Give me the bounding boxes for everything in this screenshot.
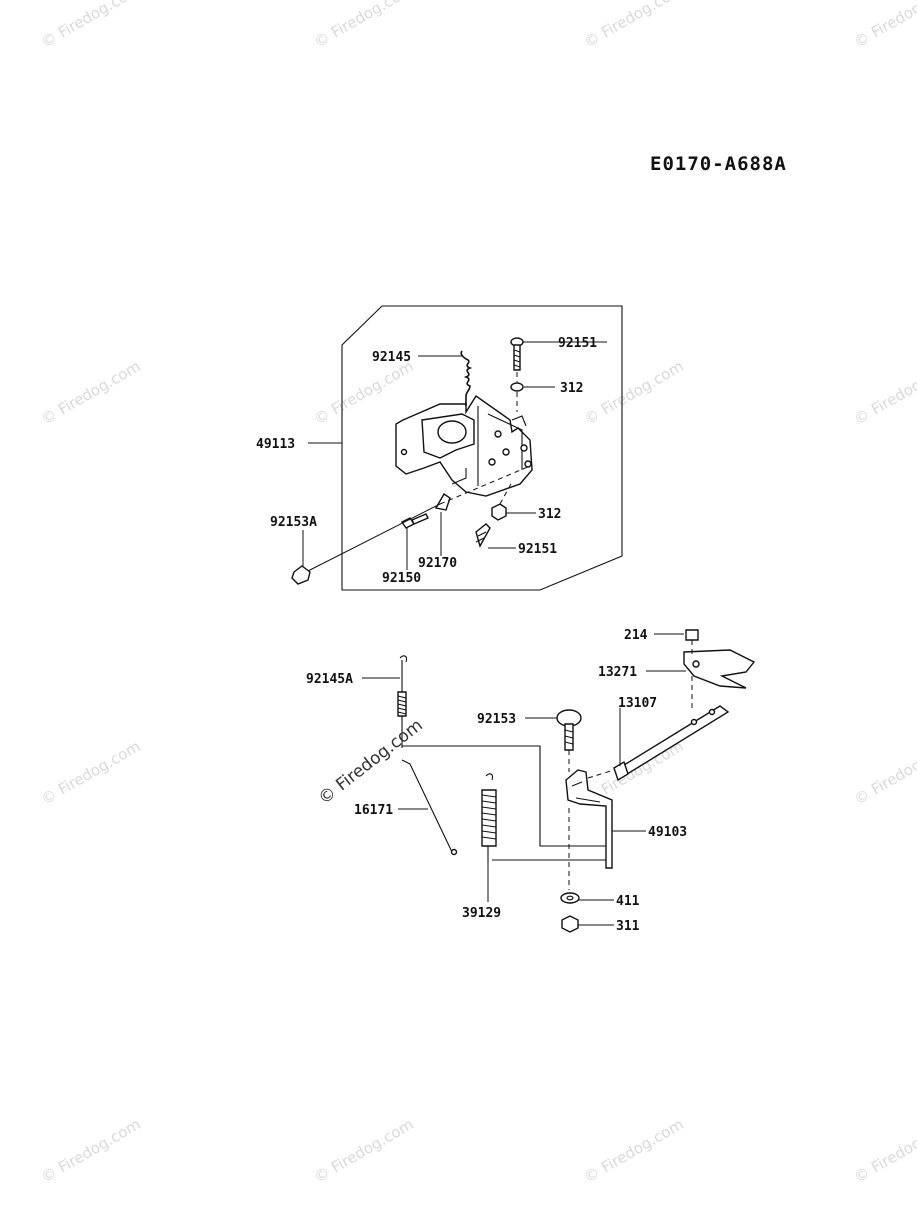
part-label-92145: 92145 bbox=[372, 350, 411, 365]
governor-lever bbox=[565, 769, 613, 869]
callouts: 92151 92145 312 49113 92153A 312 92151 9… bbox=[256, 336, 687, 934]
small-bolt bbox=[400, 513, 429, 529]
part-label-92151-bottom: 92151 bbox=[518, 542, 557, 557]
watermark: © Firedog.com bbox=[851, 1115, 917, 1186]
part-label-92153A: 92153A bbox=[270, 515, 317, 530]
lower-nut bbox=[491, 503, 507, 521]
watermark-overlay: © Firedog.com bbox=[315, 715, 427, 809]
governor-shaft bbox=[613, 705, 730, 782]
linkage-clip bbox=[434, 493, 451, 511]
watermark: © Firedog.com bbox=[38, 1115, 144, 1186]
watermark-layer: © Firedog.com © Firedog.com © Firedog.co… bbox=[38, 0, 917, 1186]
part-label-49113: 49113 bbox=[256, 437, 295, 452]
watermark: © Firedog.com bbox=[311, 357, 417, 428]
watermark: © Firedog.com bbox=[581, 357, 687, 428]
part-label-311: 311 bbox=[616, 919, 640, 934]
part-label-92151-top: 92151 bbox=[558, 336, 597, 351]
part-label-312-bottom: 312 bbox=[538, 507, 561, 522]
assembly-frame bbox=[341, 305, 623, 591]
part-label-214: 214 bbox=[624, 628, 648, 643]
part-label-92145A: 92145A bbox=[306, 672, 353, 687]
governor-spring bbox=[397, 655, 408, 748]
lower-assembly bbox=[397, 629, 756, 933]
lever-plate bbox=[683, 649, 756, 689]
watermark: © Firedog.com bbox=[38, 737, 144, 808]
bolt-lower bbox=[475, 523, 491, 548]
washer-411 bbox=[560, 892, 580, 904]
part-label-92153: 92153 bbox=[477, 712, 516, 727]
watermark: © Firedog.com bbox=[38, 357, 144, 428]
part-label-92170: 92170 bbox=[418, 556, 457, 571]
bolt-92153 bbox=[556, 709, 582, 751]
diagram-code: E0170-A688A bbox=[650, 153, 787, 175]
watermark: © Firedog.com bbox=[851, 0, 917, 51]
cable-end bbox=[291, 565, 311, 585]
nut-311 bbox=[561, 915, 579, 933]
bolt-top bbox=[510, 337, 524, 371]
part-label-16171: 16171 bbox=[354, 803, 393, 818]
watermark: © Firedog.com bbox=[581, 1115, 687, 1186]
part-label-312-top: 312 bbox=[560, 381, 583, 396]
watermark: © Firedog.com bbox=[311, 1115, 417, 1186]
washer-top bbox=[510, 382, 524, 392]
choke-rod bbox=[305, 503, 441, 573]
watermark: © Firedog.com bbox=[851, 357, 917, 428]
part-label-13271: 13271 bbox=[598, 665, 637, 680]
part-label-92150: 92150 bbox=[382, 571, 421, 586]
part-label-39129: 39129 bbox=[462, 906, 501, 921]
part-label-13107: 13107 bbox=[618, 696, 657, 711]
upper-assembly bbox=[291, 305, 623, 591]
watermark: © Firedog.com bbox=[851, 737, 917, 808]
watermark: © Firedog.com bbox=[311, 0, 417, 51]
part-label-49103: 49103 bbox=[648, 825, 687, 840]
screw-214 bbox=[685, 629, 699, 641]
watermark: © Firedog.com bbox=[38, 0, 144, 51]
throttle-rod bbox=[401, 759, 457, 853]
watermark: © Firedog.com bbox=[581, 0, 687, 51]
control-bracket bbox=[395, 395, 533, 497]
governor-link bbox=[402, 745, 609, 861]
part-label-411: 411 bbox=[616, 894, 640, 909]
return-spring bbox=[460, 350, 473, 406]
lever-spring bbox=[481, 773, 497, 862]
